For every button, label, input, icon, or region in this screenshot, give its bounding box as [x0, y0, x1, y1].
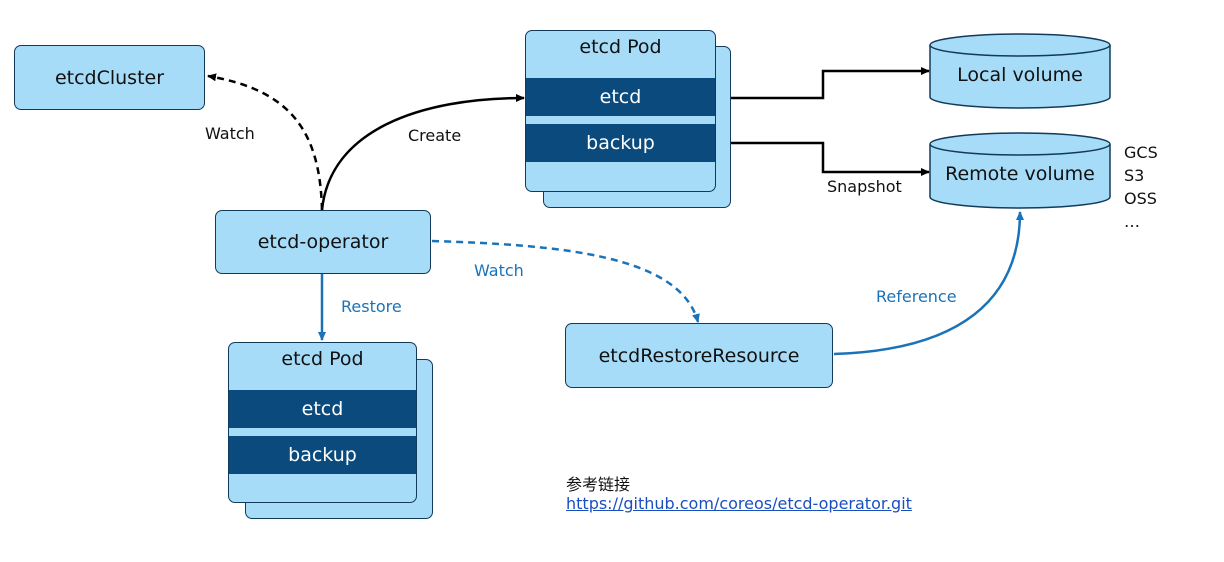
top-pod-backup-container[interactable]: backup [526, 124, 715, 162]
bottom-pod-backup-container[interactable]: backup [229, 436, 416, 474]
reference-title: 参考链接 [566, 475, 631, 494]
etcd-cluster-node[interactable]: etcdCluster [14, 45, 205, 110]
edge-watch-restore [431, 239, 700, 323]
watch-cluster-label: Watch [205, 124, 255, 143]
backend-s3: S3 [1124, 166, 1145, 185]
watch-restore-label: Watch [474, 261, 524, 280]
snapshot-label: Snapshot [827, 177, 902, 196]
top-pod-title: etcd Pod [579, 36, 662, 58]
etcd-cluster-label: etcdCluster [54, 66, 165, 89]
top-pod-etcd-container[interactable]: etcd [526, 78, 715, 116]
reference-link[interactable]: https://github.com/coreos/etcd-operator.… [566, 494, 912, 513]
edge-create [320, 94, 525, 211]
etcd-operator-label: etcd-operator [257, 231, 389, 253]
edge-snapshot [716, 141, 930, 176]
create-label: Create [408, 126, 462, 145]
etcd-operator-node[interactable]: etcd-operator [215, 210, 431, 274]
remote-volume-cylinder [929, 132, 1111, 209]
etcd-restore-resource-label: etcdRestoreResource [598, 344, 800, 367]
remote-volume-label[interactable]: Remote volume [945, 163, 1095, 185]
bottom-pod-etcd-container[interactable]: etcd [229, 390, 416, 428]
bottom-etcd-pod[interactable]: etcd Pod etcd backup [228, 342, 417, 503]
etcd-restore-resource-node[interactable]: etcdRestoreResource [565, 323, 833, 388]
edge-reference [833, 211, 1024, 356]
top-etcd-pod[interactable]: etcd Pod etcd backup [525, 30, 716, 192]
restore-label: Restore [341, 297, 402, 316]
backend-gcs: GCS [1124, 143, 1158, 162]
remote-backend-list: GCS S3 OSS … [1124, 141, 1158, 233]
backend-more: … [1124, 212, 1140, 231]
bottom-pod-title: etcd Pod [281, 348, 364, 370]
edge-watch-cluster [207, 73, 324, 211]
local-volume-label[interactable]: Local volume [957, 64, 1083, 86]
local-volume-cylinder [929, 33, 1111, 109]
backend-oss: OSS [1124, 189, 1157, 208]
reference-label: Reference [876, 287, 957, 306]
edge-etcd-local [716, 67, 930, 100]
